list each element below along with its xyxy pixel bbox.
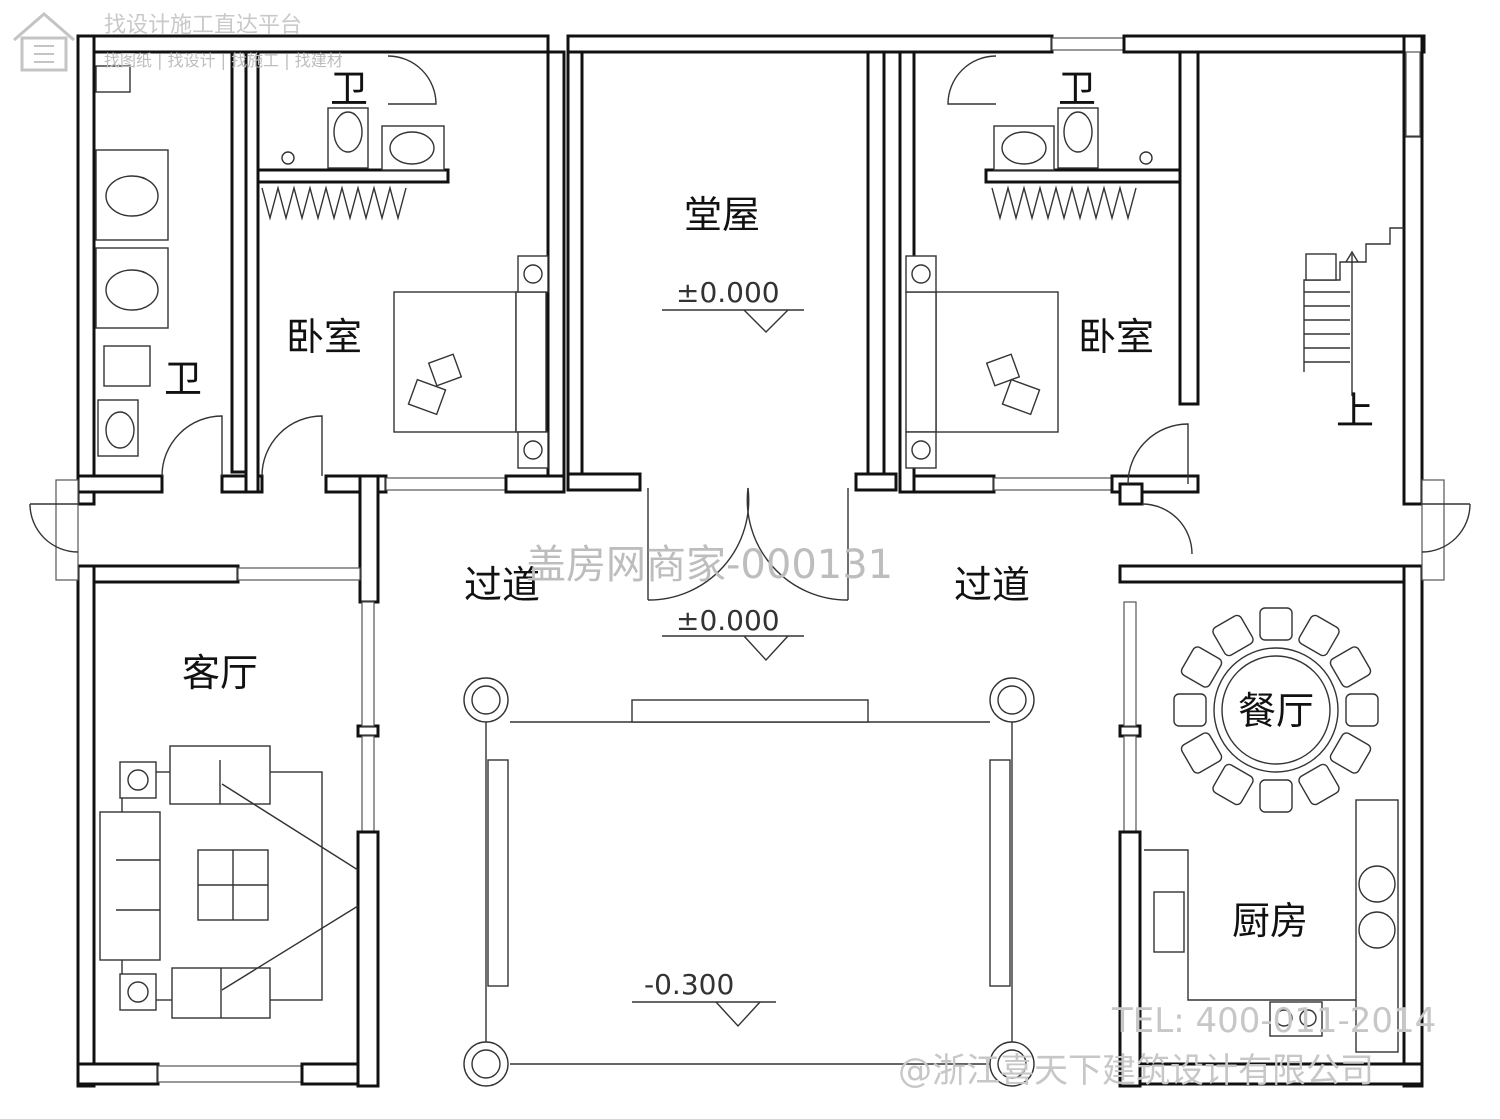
dining-chair <box>1329 646 1372 688</box>
outer-walls <box>76 34 1426 1088</box>
label-bath-strip: 卫 <box>164 357 202 401</box>
watermarks: 找设计施工直达平台 找图纸 | 找设计 | 找施工 | 找建材 盖房网商家-00… <box>13 12 1436 1091</box>
dining-furniture <box>1173 607 1379 813</box>
watermark-company: @浙江喜天下建筑设计有限公司 <box>898 1051 1374 1091</box>
label-bedroom-left: 卧室 <box>286 315 362 359</box>
living-room-furniture <box>99 745 359 1019</box>
dining-chair <box>1345 693 1379 727</box>
column-icon <box>989 1041 1035 1087</box>
elevation-corridor: ±0.000 <box>676 604 780 637</box>
bedroom-furniture <box>393 255 1059 469</box>
dining-chair <box>1180 732 1223 774</box>
dining-chair <box>1259 607 1293 641</box>
dining-chair <box>1298 763 1340 806</box>
dining-chair <box>1173 693 1207 727</box>
label-bath-top-right: 卫 <box>1058 67 1096 111</box>
label-kitchen: 厨房 <box>1232 899 1308 943</box>
bathroom-fixtures <box>95 65 1153 457</box>
label-hall: 堂屋 <box>684 193 760 237</box>
column-icon <box>463 677 509 723</box>
stairs <box>1303 227 1404 396</box>
label-stairs-up: 上 <box>1336 389 1374 433</box>
label-corridor-left: 过道 <box>464 563 540 607</box>
dining-chair <box>1329 732 1372 774</box>
label-bath-top-left: 卫 <box>330 67 368 111</box>
washing-machine-icon <box>103 345 151 387</box>
label-dining-room: 餐厅 <box>1238 689 1314 733</box>
column-icon <box>463 1041 509 1087</box>
door-swings <box>29 55 1471 601</box>
room-labels: 卫 卫 卫 卧室 卧室 堂屋 过道 过道 客厅 餐厅 厨房 上 <box>164 67 1374 943</box>
courtyard <box>463 677 1035 1087</box>
watermark-platform-title: 找设计施工直达平台 <box>104 13 302 38</box>
interior-walls <box>55 50 1445 1088</box>
dining-chair <box>1180 646 1223 688</box>
toilet-icon <box>105 175 159 217</box>
elevation-markers <box>632 309 804 1028</box>
watermark-center-mark: 盖房网商家-000131 <box>526 542 893 588</box>
kitchen-furniture <box>1144 799 1399 1053</box>
dining-chair <box>1259 779 1293 813</box>
elevation-hall: ±0.000 <box>676 276 780 309</box>
label-living-room: 客厅 <box>182 651 258 695</box>
dining-chair <box>1298 614 1340 657</box>
watermark-platform-links: 找图纸 | 找设计 | 找施工 | 找建材 <box>104 51 343 70</box>
dining-chair <box>1212 614 1254 657</box>
label-bedroom-right: 卧室 <box>1078 315 1154 359</box>
label-corridor-right: 过道 <box>954 563 1030 607</box>
house-logo-icon <box>13 12 75 72</box>
column-icon <box>989 677 1035 723</box>
elevation-labels: ±0.000 ±0.000 -0.300 <box>644 276 780 1001</box>
watermark-phone: TEL: 400-011-2014 <box>1111 1001 1436 1041</box>
dining-chair <box>1212 763 1254 806</box>
elevation-courtyard: -0.300 <box>644 968 734 1001</box>
